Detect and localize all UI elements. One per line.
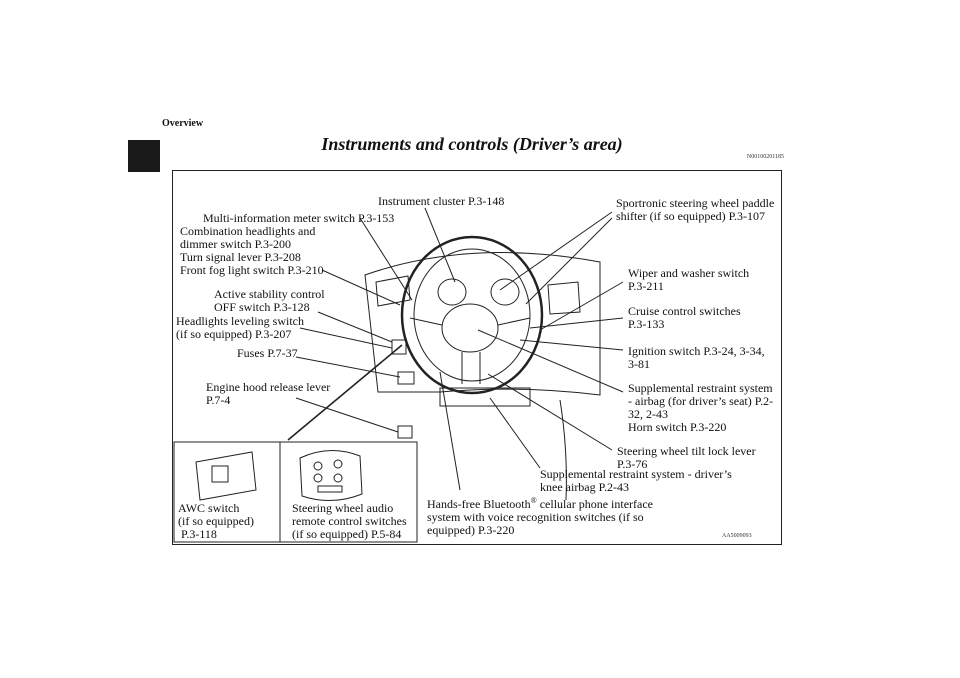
cluster-gauge-left — [437, 278, 467, 306]
leader-asc — [317, 311, 393, 343]
label-bluetooth-registered: ® — [530, 496, 537, 505]
label-wiper: Wiper and washer switch P.3-211 — [628, 266, 750, 293]
wheel-spoke-right — [497, 317, 531, 326]
leader-bluetooth — [439, 371, 461, 491]
label-bluetooth: Hands-free Bluetooth® cellular phone int… — [427, 494, 653, 537]
leader-tilt — [487, 373, 613, 451]
wheel-column — [461, 352, 481, 384]
page-code: N00100201185 — [746, 154, 784, 160]
figure-code: AA5009093 — [722, 533, 752, 539]
switch-block — [391, 339, 407, 355]
leader-multi-info — [359, 217, 413, 301]
console-line — [559, 399, 567, 501]
hood-release — [397, 425, 413, 439]
leader-cruise — [529, 317, 624, 329]
figure-frame — [172, 170, 782, 545]
leader-knee — [489, 397, 541, 469]
label-headlights-leveling: Headlights leveling switch (if so equipp… — [176, 314, 304, 341]
audio-button-2 — [333, 459, 343, 469]
label-multi-info: Multi-information meter switch P.3-153 — [203, 211, 395, 225]
section-label: Overview — [162, 118, 204, 129]
leader-instrument-cluster — [424, 207, 456, 283]
label-audio-remote: Steering wheel audio remote control swit… — [292, 501, 407, 541]
leader-awc — [287, 344, 403, 441]
leader-wiper — [539, 281, 624, 331]
dashboard-outline — [364, 252, 601, 396]
steering-wheel-inner — [413, 248, 531, 382]
cluster-gauge-right — [490, 278, 520, 306]
leader-combination — [321, 269, 401, 306]
awc-switch-button — [211, 465, 229, 483]
awc-switch-panel — [195, 451, 257, 501]
label-srs-driver-seat: Supplemental restraint system - airbag (… — [628, 381, 774, 434]
leader-ignition — [519, 339, 624, 351]
label-instrument-cluster: Instrument cluster P.3-148 — [378, 194, 505, 208]
leader-srs — [477, 329, 624, 393]
label-cruise: Cruise control switches P.3-133 — [628, 304, 741, 331]
vent-right — [547, 281, 581, 315]
vent-left — [375, 275, 411, 307]
label-fuses: Fuses P.7-37 — [237, 346, 298, 360]
wheel-spoke-left — [409, 317, 443, 326]
fuse-cover — [397, 371, 415, 385]
label-asc: Active stability control OFF switch P.3-… — [214, 287, 325, 314]
leader-paddle-1 — [499, 211, 613, 291]
leader-headlights-leveling — [299, 327, 393, 349]
label-tilt-lock: Steering wheel tilt lock lever P.3-76 — [617, 444, 756, 471]
audio-button-4 — [333, 473, 343, 483]
label-combination: Combination headlights and dimmer switch… — [180, 224, 324, 277]
audio-button-1 — [313, 461, 323, 471]
audio-button-bar — [317, 485, 343, 493]
chapter-tab — [128, 140, 160, 172]
label-awc: AWC switch (if so equipped) P.3-118 — [178, 501, 254, 541]
horn-pad — [441, 303, 499, 353]
label-bluetooth-rest: cellular phone interface system with voi… — [427, 497, 653, 537]
audio-switch-panel — [299, 450, 363, 501]
glove-area — [439, 387, 531, 407]
steering-wheel — [400, 235, 544, 395]
label-hood-release: Engine hood release lever P.7-4 — [206, 380, 331, 407]
label-paddle: Sportronic steering wheel paddle shifter… — [616, 196, 775, 223]
leader-fuses — [295, 356, 401, 378]
label-ignition: Ignition switch P.3-24, 3-34, 3-81 — [628, 344, 765, 371]
leader-hood — [295, 397, 399, 433]
audio-button-3 — [313, 473, 323, 483]
leader-paddle-2 — [525, 217, 613, 305]
label-knee-airbag: Supplemental restraint system - driver’s… — [540, 467, 732, 494]
page-title: Instruments and controls (Driver’s area) — [321, 134, 623, 154]
label-bluetooth-main: Hands-free Bluetooth — [427, 497, 531, 511]
